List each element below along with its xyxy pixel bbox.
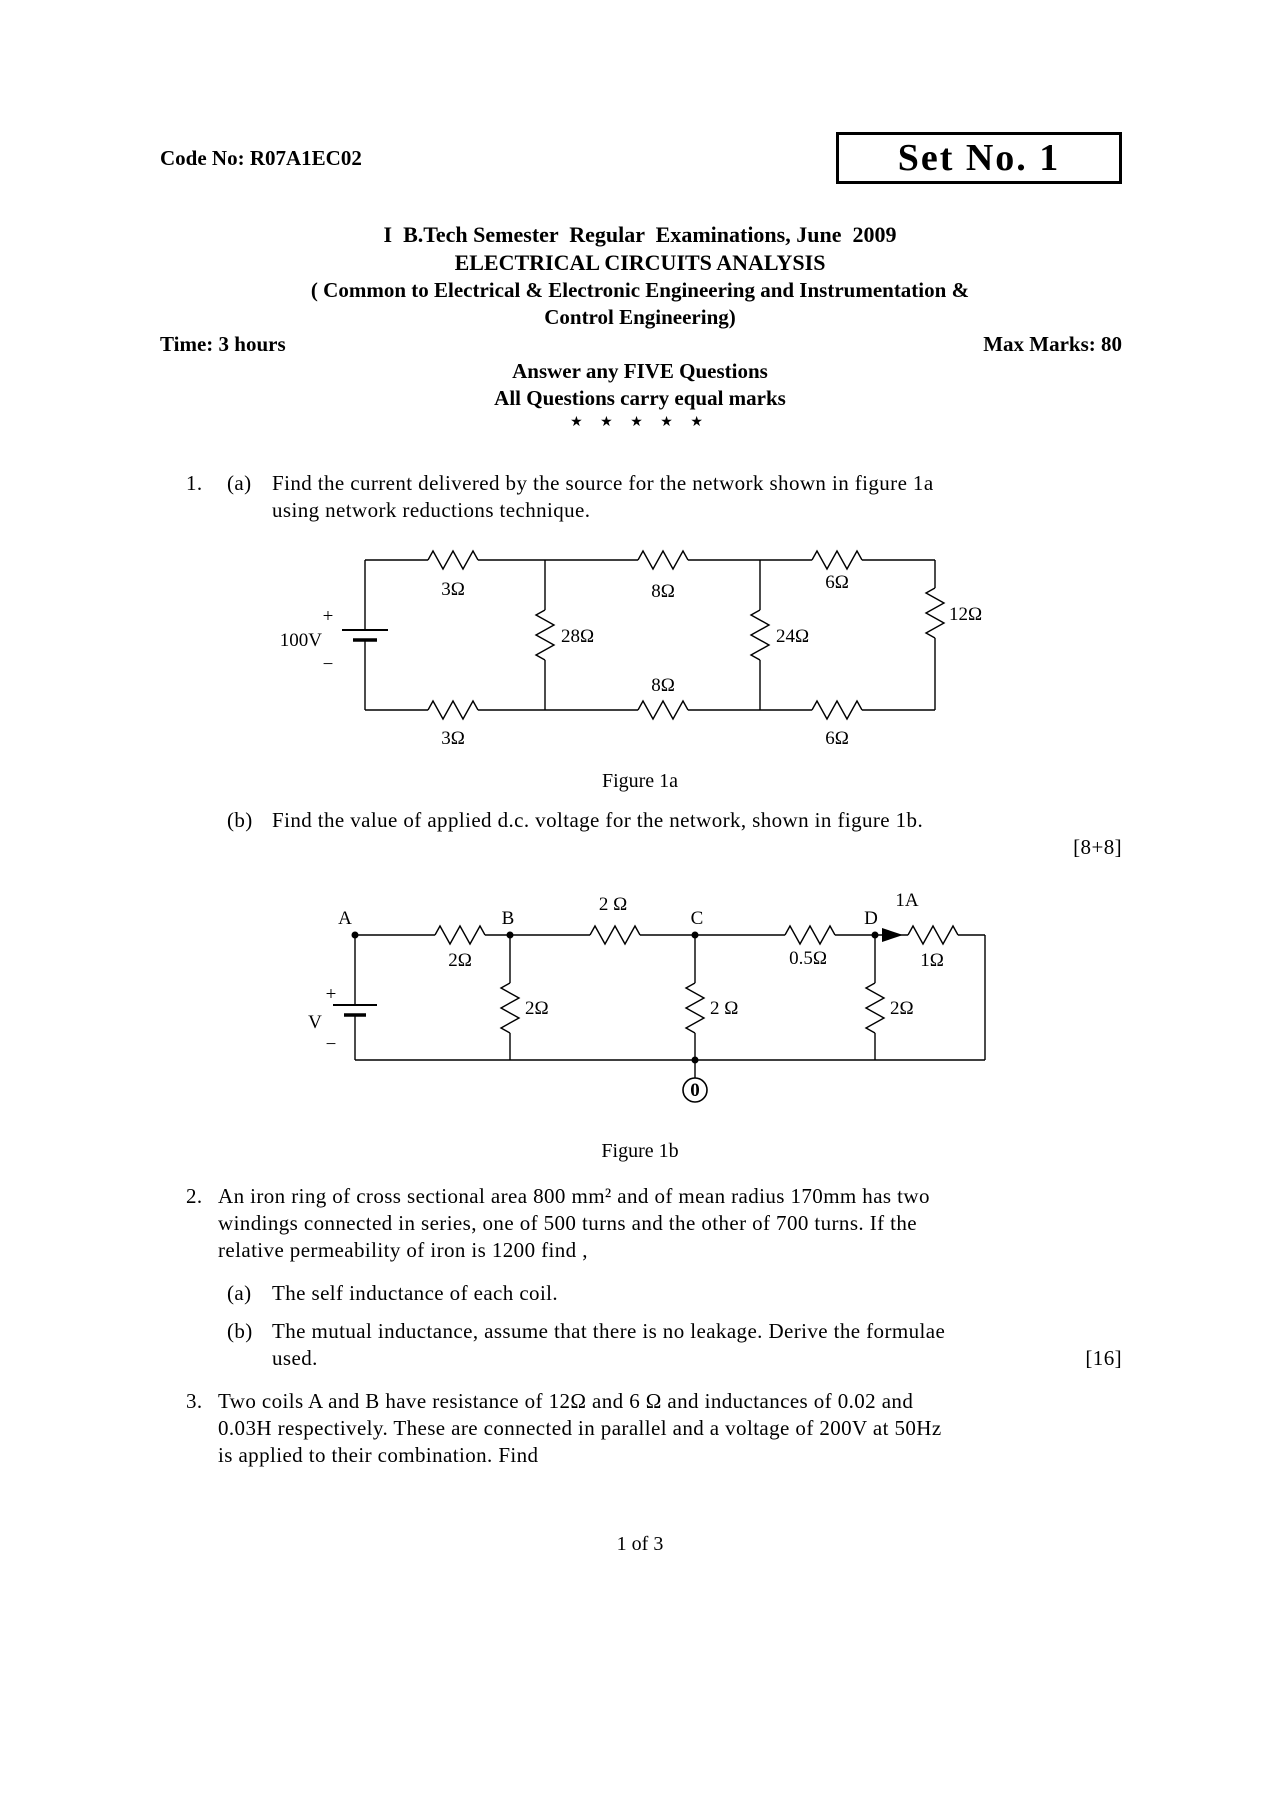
resistor-symbol-ab xyxy=(434,924,486,946)
label-source-minus: − xyxy=(326,1034,337,1055)
q3-text-line2: 0.03H respectively. These are connected … xyxy=(218,1416,942,1440)
label-node-zero: 0 xyxy=(690,1080,700,1101)
figure-1b-nodes xyxy=(351,928,903,1064)
node-dot-b xyxy=(506,931,514,939)
subject-title: ELECTRICAL CIRCUITS ANALYSIS xyxy=(454,250,826,275)
node-dot-d xyxy=(871,931,879,939)
label-r-shunt-2: 24Ω xyxy=(776,626,809,647)
label-node-a: A xyxy=(338,908,352,929)
resistor-symbol-8ohm-bottom xyxy=(637,699,689,721)
q2b-text-line2: used. xyxy=(272,1346,318,1370)
resistor-symbol-8ohm-top xyxy=(637,549,689,571)
resistor-symbol-28ohm xyxy=(534,609,556,661)
zero-node-circle xyxy=(682,1077,708,1103)
q1-number: 1. xyxy=(186,471,203,495)
q2b-text-line1: The mutual inductance, assume that there… xyxy=(272,1319,946,1343)
label-r-shunt-c: 2 Ω xyxy=(710,998,738,1019)
label-r-bottom-1: 3Ω xyxy=(441,728,465,749)
q2-text-line2: windings connected in series, one of 500… xyxy=(218,1211,917,1235)
max-marks: Max Marks: 80 xyxy=(983,332,1122,356)
q2a-label: (a) xyxy=(227,1281,252,1305)
label-source-voltage: 100V xyxy=(280,630,323,651)
q1b-label: (b) xyxy=(227,808,253,832)
figure-1a-circuit: 3Ω 8Ω 6Ω 12Ω 28Ω 24Ω 3Ω 8Ω 6Ω 100V + − xyxy=(280,549,982,749)
resistor-symbol-3ohm-top xyxy=(427,549,479,571)
label-source-minus: − xyxy=(323,654,334,675)
q2-number: 2. xyxy=(186,1184,203,1208)
label-node-c: C xyxy=(691,908,704,929)
instruction-answer: Answer any FIVE Questions xyxy=(512,359,768,383)
star-separator: ★ ★ ★ ★ ★ xyxy=(570,415,710,430)
resistor-symbol-d-end xyxy=(907,924,959,946)
figure-1a-wires xyxy=(342,549,946,721)
q3-number: 3. xyxy=(186,1389,203,1413)
current-direction-arrow xyxy=(882,928,903,942)
label-r-bc: 2 Ω xyxy=(599,894,627,915)
q2b-label: (b) xyxy=(227,1319,253,1343)
q2-text-line1: An iron ring of cross sectional area 800… xyxy=(218,1184,930,1208)
q2-marks: [16] xyxy=(1085,1346,1122,1370)
q2a-text: The self inductance of each coil. xyxy=(272,1281,559,1305)
label-current-1a: 1A xyxy=(895,890,919,911)
label-r-bottom-2: 8Ω xyxy=(651,675,675,696)
node-dot-a xyxy=(351,931,359,939)
q2-text-line3: relative permeability of iron is 1200 fi… xyxy=(218,1238,588,1262)
label-r-top-2: 8Ω xyxy=(651,581,675,602)
label-r-top-3: 6Ω xyxy=(825,572,849,593)
resistor-symbol-shunt-b xyxy=(499,982,521,1034)
label-r-top-1: 3Ω xyxy=(441,579,465,600)
label-r-ab: 2Ω xyxy=(448,950,472,971)
time-allowed: Time: 3 hours xyxy=(160,332,286,356)
label-source-plus: + xyxy=(326,984,337,1005)
figure-1a-caption: Figure 1a xyxy=(601,770,679,792)
label-r-bottom-3: 6Ω xyxy=(825,728,849,749)
label-r-shunt-b: 2Ω xyxy=(525,998,549,1019)
branch-line-2: Control Engineering) xyxy=(544,305,736,329)
q1a-text-line1: Find the current delivered by the source… xyxy=(272,471,934,495)
code-number: Code No: R07A1EC02 xyxy=(160,146,362,170)
set-number-text: Set No. 1 xyxy=(897,137,1061,179)
node-dot-c xyxy=(691,931,699,939)
figure-1b-wires xyxy=(333,924,986,1103)
resistor-symbol-6ohm-bottom xyxy=(811,699,863,721)
label-r-right: 12Ω xyxy=(949,604,982,625)
q1-marks: [8+8] xyxy=(1073,835,1122,859)
label-r-cd: 0.5Ω xyxy=(789,948,827,969)
resistor-symbol-bc xyxy=(589,924,641,946)
resistor-symbol-shunt-d xyxy=(864,982,886,1034)
label-node-d: D xyxy=(864,908,878,929)
page-number: 1 of 3 xyxy=(616,1533,664,1555)
figure-1b-labels: A B C D 2Ω 2 Ω 0.5Ω 1Ω 1A 2Ω 2 Ω 2Ω V + … xyxy=(308,890,944,1101)
q1b-text: Find the value of applied d.c. voltage f… xyxy=(272,808,924,832)
instruction-equal-marks: All Questions carry equal marks xyxy=(494,386,786,410)
figure-1a-labels: 3Ω 8Ω 6Ω 12Ω 28Ω 24Ω 3Ω 8Ω 6Ω 100V + − xyxy=(280,572,982,749)
set-number-box: Set No. 1 xyxy=(836,132,1122,184)
resistor-symbol-3ohm-bottom xyxy=(427,699,479,721)
label-r-d-end: 1Ω xyxy=(920,950,944,971)
exam-session-title: I B.Tech Semester Regular Examinations, … xyxy=(383,222,897,247)
resistor-symbol-shunt-c xyxy=(684,982,706,1034)
resistor-symbol-24ohm xyxy=(749,609,771,661)
label-r-shunt-d: 2Ω xyxy=(890,998,914,1019)
q3-text-line3: is applied to their combination. Find xyxy=(218,1443,539,1467)
resistor-symbol-cd xyxy=(784,924,836,946)
label-r-shunt-1: 28Ω xyxy=(561,626,594,647)
label-node-b: B xyxy=(502,908,515,929)
node-dot-bottom xyxy=(691,1056,699,1064)
q3-text-line1: Two coils A and B have resistance of 12Ω… xyxy=(218,1389,914,1413)
label-source-plus: + xyxy=(323,606,334,627)
figure-1b-circuit: A B C D 2Ω 2 Ω 0.5Ω 1Ω 1A 2Ω 2 Ω 2Ω V + … xyxy=(308,890,986,1103)
label-source-v: V xyxy=(308,1012,322,1033)
branch-line-1: ( Common to Electrical & Electronic Engi… xyxy=(310,278,970,302)
figure-1b-caption: Figure 1b xyxy=(601,1140,679,1162)
q1a-label: (a) xyxy=(227,471,252,495)
q1a-text-line2: using network reductions technique. xyxy=(272,498,591,522)
resistor-symbol-12ohm xyxy=(924,587,946,639)
resistor-symbol-6ohm-top xyxy=(811,549,863,571)
